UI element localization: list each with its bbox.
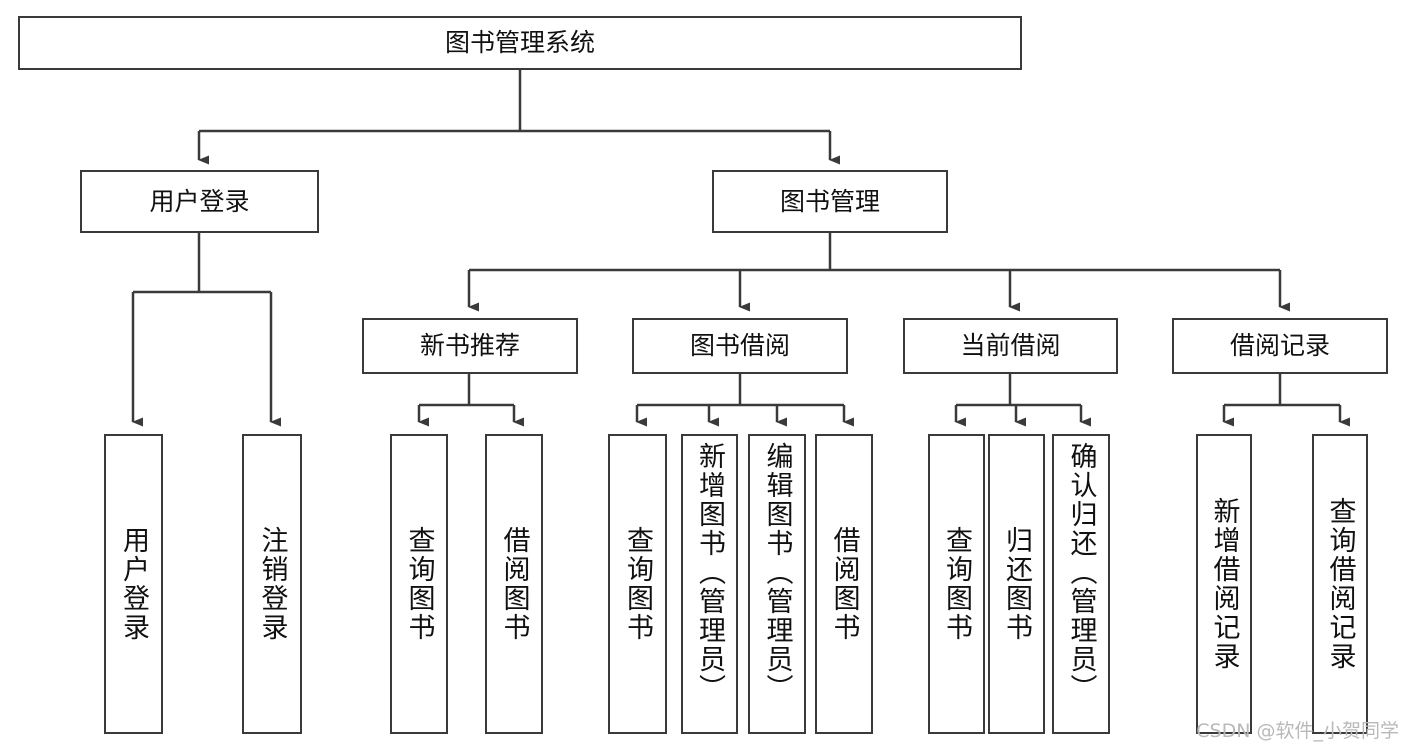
node-label: 归还图书 [1001, 526, 1032, 642]
node-leaf-add-book-admin[interactable]: 新增图书（管理员） [681, 434, 738, 734]
node-label: 新增借阅记录 [1208, 497, 1240, 671]
node-label: 图书借阅 [689, 331, 790, 361]
node-leaf-query-book-current[interactable]: 查询图书 [928, 434, 985, 734]
node-leaf-borrow-book-recommend[interactable]: 借阅图书 [485, 434, 543, 734]
node-label: 编辑图书（管理员） [761, 442, 793, 703]
node-borrow-records[interactable]: 借阅记录 [1172, 318, 1388, 374]
node-book-borrow[interactable]: 图书借阅 [632, 318, 848, 374]
node-current-borrow[interactable]: 当前借阅 [903, 318, 1118, 374]
node-label: 用户登录 [149, 186, 250, 216]
node-leaf-query-book-recommend[interactable]: 查询图书 [390, 434, 448, 734]
node-label: 借阅图书 [828, 526, 860, 642]
node-leaf-return-book[interactable]: 归还图书 [988, 434, 1045, 734]
node-label: 新书推荐 [419, 331, 520, 361]
node-leaf-confirm-return-admin[interactable]: 确认归还（管理员） [1052, 434, 1110, 734]
node-leaf-borrow-book[interactable]: 借阅图书 [815, 434, 873, 734]
node-leaf-logout[interactable]: 注销登录 [242, 434, 302, 734]
node-user-login[interactable]: 用户登录 [80, 170, 319, 233]
node-label: 图书管理系统 [444, 28, 595, 58]
node-label: 注销登录 [256, 526, 288, 642]
node-label: 查询借阅记录 [1324, 497, 1356, 671]
node-label: 查询图书 [403, 526, 435, 642]
node-leaf-add-borrow-record[interactable]: 新增借阅记录 [1196, 434, 1252, 734]
node-label: 借阅记录 [1229, 331, 1330, 361]
node-leaf-query-book-borrow[interactable]: 查询图书 [608, 434, 667, 734]
node-label: 图书管理 [779, 186, 880, 216]
node-leaf-query-borrow-record[interactable]: 查询借阅记录 [1312, 434, 1368, 734]
watermark-text: CSDN @软件_小贺同学 [1196, 720, 1399, 742]
node-root-system[interactable]: 图书管理系统 [18, 16, 1022, 70]
node-label: 确认归还（管理员） [1065, 442, 1097, 703]
node-label: 新增图书（管理员） [694, 442, 725, 703]
node-book-management[interactable]: 图书管理 [712, 170, 948, 233]
node-leaf-user-login[interactable]: 用户登录 [104, 434, 163, 734]
node-leaf-edit-book-admin[interactable]: 编辑图书（管理员） [748, 434, 806, 734]
node-label: 查询图书 [622, 526, 653, 642]
node-label: 查询图书 [941, 526, 972, 642]
node-label: 用户登录 [118, 526, 149, 642]
node-label: 借阅图书 [498, 526, 530, 642]
node-label: 当前借阅 [960, 331, 1061, 361]
node-new-book-recommend[interactable]: 新书推荐 [362, 318, 578, 374]
